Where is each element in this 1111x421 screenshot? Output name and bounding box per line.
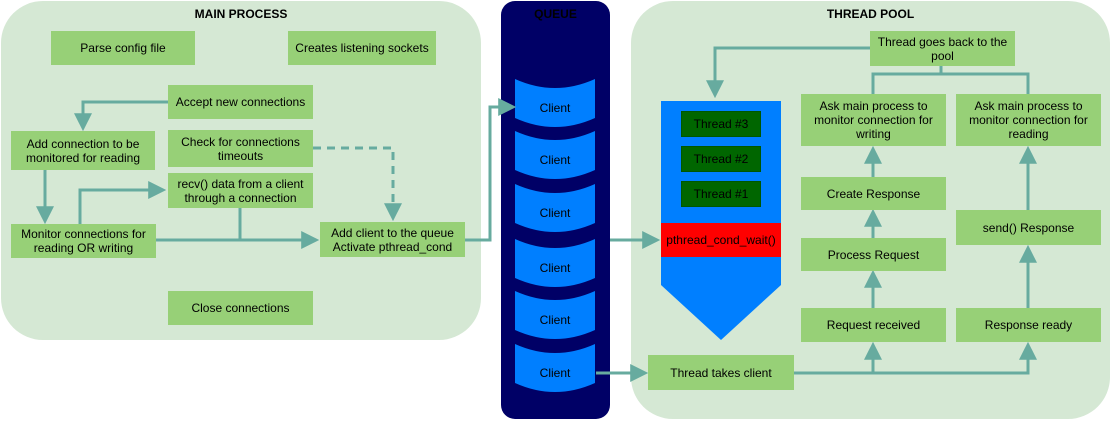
queue-client-label: Client [539, 153, 571, 167]
arrow-takes-to-request [794, 341, 882, 375]
pthread-cond-wait-box: pthread_cond_wait() [661, 223, 781, 257]
thread-2-box: Thread #2 [681, 146, 761, 172]
arrow-addclient-to-queue [465, 98, 517, 242]
arrow-goesback-to-pool [706, 46, 870, 99]
queue-client-label: Client [539, 366, 571, 380]
queue-client-label: Client [539, 206, 571, 220]
add-client-queue-box: Add client to the queue Activate pthread… [320, 222, 465, 257]
response-ready-box: Response ready [956, 308, 1101, 342]
queue-title: QUEUE [534, 7, 577, 21]
process-request-box: Process Request [801, 238, 946, 271]
recv-data-box: recv() data from a client through a conn… [168, 173, 313, 208]
parse-config-box: Parse config file [51, 31, 195, 65]
thread-takes-client-box: Thread takes client [648, 355, 794, 390]
queue-client-label: Client [539, 101, 571, 115]
queue-client-shape [515, 239, 595, 287]
line-askwriting-up [871, 72, 1030, 94]
arrow-takes-to-response [873, 341, 1037, 375]
queue-client-shape [515, 344, 595, 392]
ask-reading-box: Ask main process to monitor connection f… [956, 94, 1101, 146]
queue-client-shape [515, 79, 595, 127]
queue-client-shape [515, 184, 595, 232]
create-response-box: Create Response [801, 177, 946, 210]
thread-1-box: Thread #1 [681, 181, 761, 207]
check-timeouts-box: Check for connections timeouts [168, 130, 313, 167]
arrow-accept-to-add [74, 100, 168, 132]
accept-connections-box: Accept new connections [168, 85, 313, 119]
request-received-box: Request received [801, 308, 946, 342]
arrow-timeouts-to-addclient [313, 146, 402, 222]
create-sockets-box: Creates listening sockets [288, 31, 436, 65]
goes-back-box: Thread goes back to the pool [870, 31, 1015, 66]
monitor-connections-box: Monitor connections for reading OR writi… [11, 224, 156, 258]
queue-client-label: Client [539, 261, 571, 275]
queue-client-shapes [515, 79, 595, 392]
close-connections-box: Close connections [168, 291, 313, 325]
main-process-title: MAIN PROCESS [194, 7, 288, 21]
send-response-box: send() Response [956, 210, 1101, 245]
queue-client-label: Client [539, 313, 571, 327]
thread-3-box: Thread #3 [681, 111, 761, 137]
arrow-monitor-to-recv [78, 181, 167, 224]
queue-client-shape [515, 291, 595, 339]
thread-pool-title: THREAD POOL [826, 7, 915, 21]
queue-client-shape [515, 131, 595, 179]
ask-writing-box: Ask main process to monitor connection f… [801, 94, 946, 146]
add-connection-box: Add connection to be monitored for readi… [11, 131, 155, 170]
